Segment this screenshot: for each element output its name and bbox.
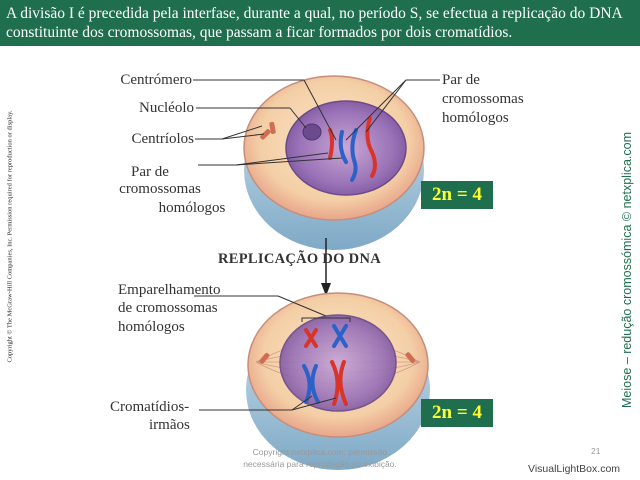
label-centromere: Centrómero [120,72,192,88]
top-centriole-1 [260,129,271,140]
ploidy-badge-bottom: 2n = 4 [421,399,493,427]
label-sister-2: irmãos [149,417,190,433]
bottom-centriole-right [405,352,416,364]
top-centriole-2 [269,121,276,134]
label-pairing-2: de cromossomas [118,300,218,316]
top-cell-nucleolus [302,123,322,141]
footer-line-2: necessária para reprodução ou exibição. [243,459,397,469]
bottom-centriole-left [259,352,270,364]
label-centrioles: Centríolos [131,131,195,147]
label-pair-right-1: Par de [442,72,480,88]
label-pairing-3: homólogos [118,319,185,335]
top-chromosome-blue-small [338,130,348,164]
bottom-leader-lines [194,295,351,411]
header-banner: A divisão I é precedida pela interfase, … [0,0,640,46]
header-text: A divisão I é precedida pela interfase, … [6,5,622,41]
label-nucleolus: Nucléolo [139,100,194,116]
page-number: 21 [591,446,601,456]
top-leader-lines [193,79,440,166]
top-chromosome-red-small [328,128,334,160]
label-pair-left-2: cromossomas [119,181,201,197]
label-pairing-1: Emparelhamento [118,282,221,298]
label-pair-left-3: homólogos [158,200,226,216]
replication-label: REPLICAÇÃO DO DNA [218,251,381,267]
bottom-chromosome-red-large [330,360,348,406]
ploidy-badge-top: 2n = 4 [421,181,493,209]
label-sister-1: Cromatídios- [110,399,190,415]
footer-line-1: Copyright netxplica.com: permissão [252,447,388,457]
bottom-chromosome-red-small [304,328,318,348]
top-cell-nucleus [285,100,407,196]
label-pair-right-3: homólogos [442,110,509,126]
bottom-cell [246,292,430,470]
top-chromosome-blue-large [350,128,358,182]
replication-arrowhead [321,283,331,296]
top-cell [243,75,425,250]
label-pair-right-2: cromossomas [442,91,524,107]
label-pair-left-1: Par de [131,164,169,180]
bottom-chromosome-blue-small [332,324,348,348]
footer-copyright: Copyright netxplica.com: permissão neces… [215,446,425,470]
watermark: VisualLightBox.com [528,463,621,475]
